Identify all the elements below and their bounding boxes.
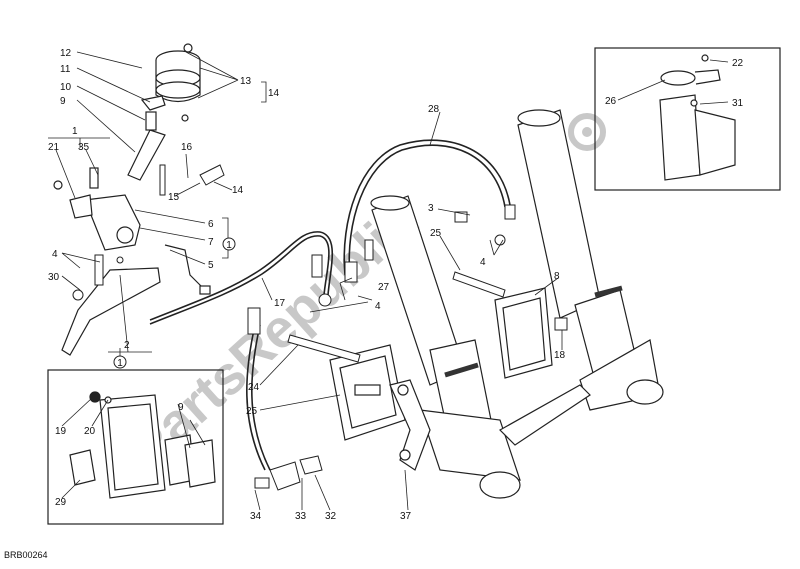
reference-symbol-1a: 1 [222, 237, 236, 251]
part-label-28: 27 [378, 282, 390, 293]
bolts [287, 211, 568, 363]
small-hardware [72, 164, 225, 301]
part-label-33: 35 [78, 142, 90, 153]
brake-light-switch [164, 244, 211, 295]
part-label-19: 17 [274, 298, 286, 309]
part-label-37: 37 [400, 511, 412, 522]
part-label-22: 20 [84, 426, 96, 437]
caliper-bracket-37 [389, 379, 431, 471]
fork-leg-left [370, 195, 591, 499]
part-label-15: 14 [268, 88, 280, 99]
part-label-3: 3 [428, 203, 434, 214]
part-label-8: 9 [178, 402, 184, 413]
part-label-18: 16 [181, 142, 193, 153]
part-label-24: 21 [48, 142, 60, 153]
brake-hose-19 [149, 231, 334, 325]
brake-hose-29 [343, 139, 511, 278]
leader-lines [48, 51, 729, 511]
part-label-12: 11 [60, 64, 71, 75]
part-label-9: 8 [554, 271, 560, 282]
part-label-6: 6 [208, 219, 214, 230]
part-label-21: 19 [55, 426, 67, 437]
part-label-31: 31 [732, 98, 744, 109]
inset-box-bottom-left [47, 369, 224, 525]
fork-leg-right [517, 109, 664, 411]
inset-clamp [659, 54, 736, 181]
part-label-10: 9 [60, 96, 66, 107]
part-label-25b: 25 [430, 228, 442, 239]
part-label-1: 1 [72, 126, 78, 137]
part-label-11: 10 [60, 82, 72, 93]
part-label-7: 7 [208, 237, 214, 248]
reservoir-bracket [127, 95, 166, 181]
part-label-34: 32 [325, 511, 337, 522]
reference-symbol-1b: 1 [113, 355, 127, 369]
part-label-23: 22 [732, 58, 744, 69]
part-label-27: 26 [605, 96, 617, 107]
part-label-16: 14 [232, 185, 244, 196]
brake-hose-lower [246, 324, 271, 471]
svg-text:1: 1 [226, 240, 232, 251]
part-label-14: 13 [240, 76, 252, 87]
part-label-4a: 4 [52, 249, 58, 260]
inset-box-top-right [594, 47, 781, 191]
part-label-32: 30 [48, 272, 60, 283]
part-label-20: 18 [554, 350, 566, 361]
part-label-17: 15 [168, 192, 180, 203]
part-labels: 12 11 10 9 13 14 1 21 35 16 15 14 6 7 5 … [48, 48, 744, 522]
part-label-36: 34 [250, 511, 262, 522]
sensor-bracket [254, 455, 323, 489]
diagram-code: BRB00264 [4, 550, 48, 560]
part-label-25a: 24 [248, 382, 260, 393]
part-label-26: 25 [246, 406, 258, 417]
svg-text:1: 1 [117, 358, 123, 369]
brake-caliper-left [329, 344, 406, 441]
watermark-gear-icon [568, 113, 606, 151]
part-label-35: 33 [295, 511, 307, 522]
part-label-30: 29 [55, 497, 67, 508]
part-label-13: 12 [60, 48, 72, 59]
brake-caliper-right [494, 287, 553, 379]
part-label-4c: 4 [375, 301, 381, 312]
part-label-29: 28 [428, 104, 440, 115]
brake-lever [61, 267, 161, 356]
part-label-5: 5 [208, 260, 214, 271]
part-label-4b: 4 [480, 257, 486, 268]
master-cylinder-body [53, 167, 141, 251]
master-cylinder-reservoir [155, 43, 201, 122]
hose-fittings [247, 204, 516, 491]
part-label-2: 2 [124, 340, 130, 351]
